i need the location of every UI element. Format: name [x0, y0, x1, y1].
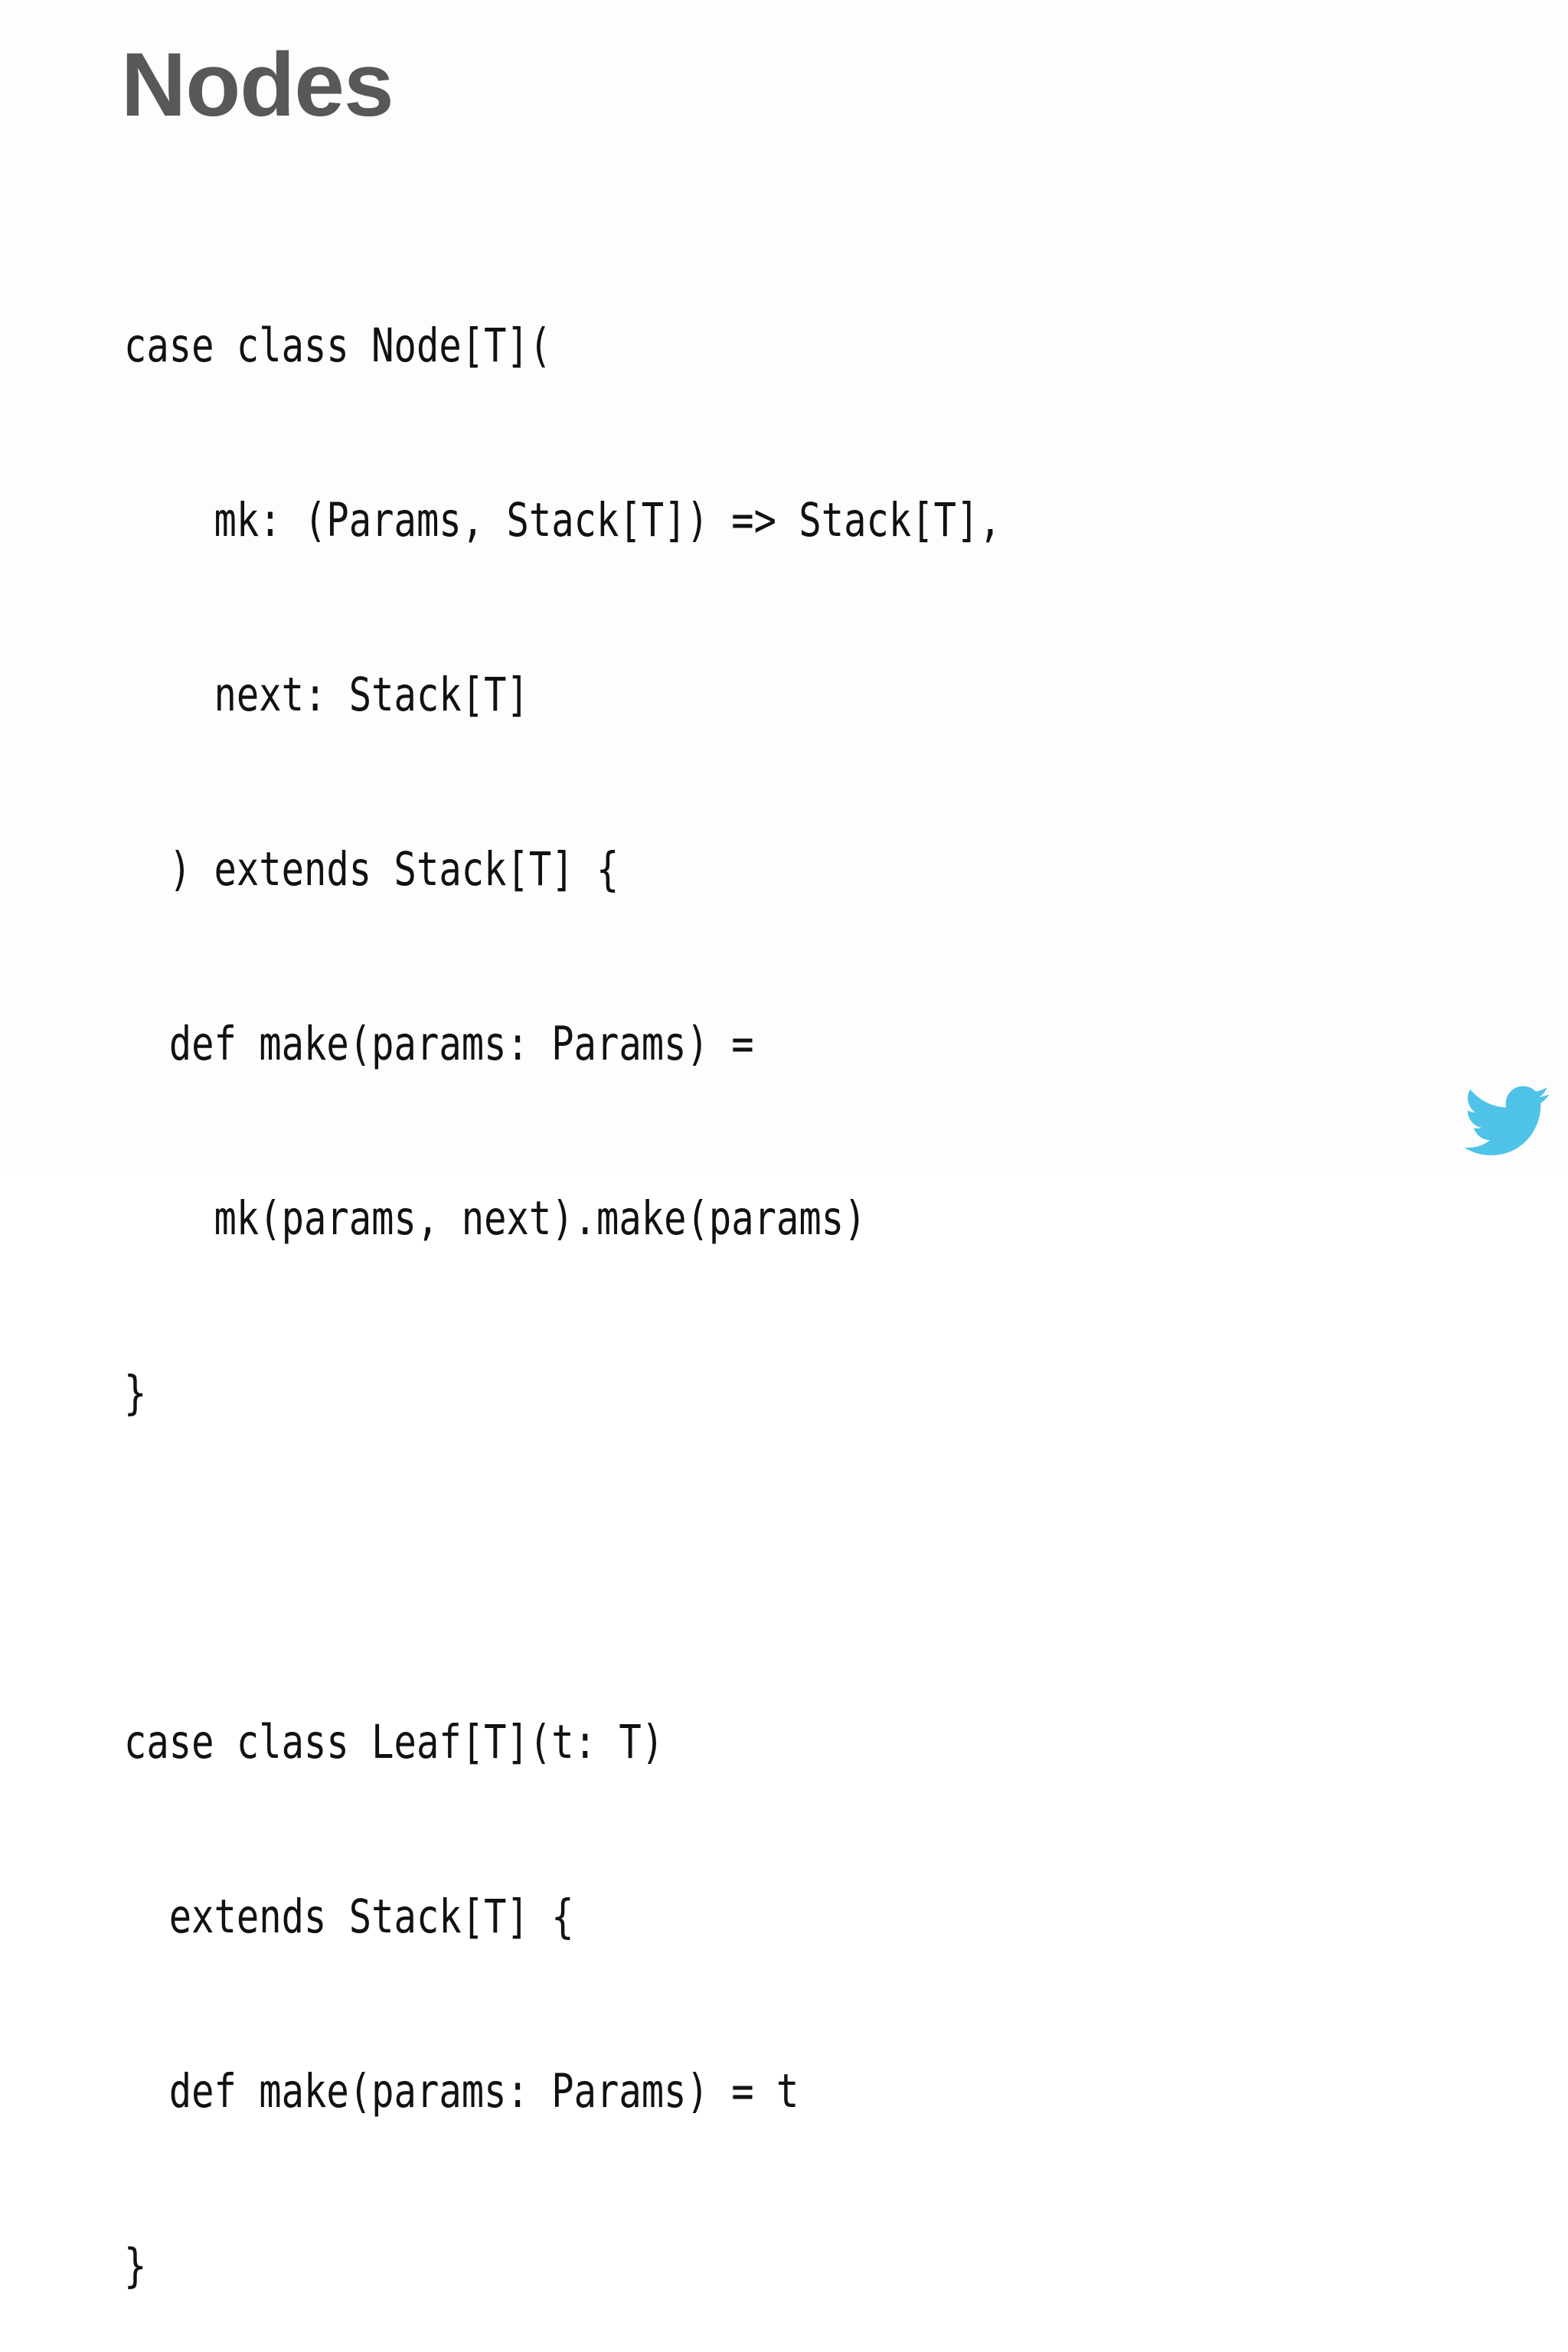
code-line: def make(params: Params) = t [124, 2064, 799, 2118]
code-line: mk(params, next).make(params) [124, 1191, 867, 1246]
page-title: Nodes [121, 34, 394, 136]
code-line: mk: (Params, Stack[T]) => Stack[T], [124, 493, 1001, 547]
code-line-blank [124, 1539, 1227, 1597]
code-line: case class Leaf[T](t: T) [124, 1715, 665, 1769]
code-line: case class Node[T]( [124, 318, 552, 373]
presentation-slide: Nodes case class Node[T]( mk: (Params, S… [121, 34, 1550, 2293]
twitter-bird-icon [1464, 1086, 1550, 1155]
code-line: ) extends Stack[T] { [124, 842, 619, 897]
code-line: extends Stack[T] { [124, 1890, 574, 1944]
code-line: next: Stack[T] [124, 668, 529, 722]
code-line: } [124, 2239, 147, 2293]
code-line: def make(params: Params) = [124, 1017, 754, 1071]
code-block: case class Node[T]( mk: (Params, Stack[T… [124, 201, 1227, 2352]
code-line: } [124, 1366, 147, 1420]
